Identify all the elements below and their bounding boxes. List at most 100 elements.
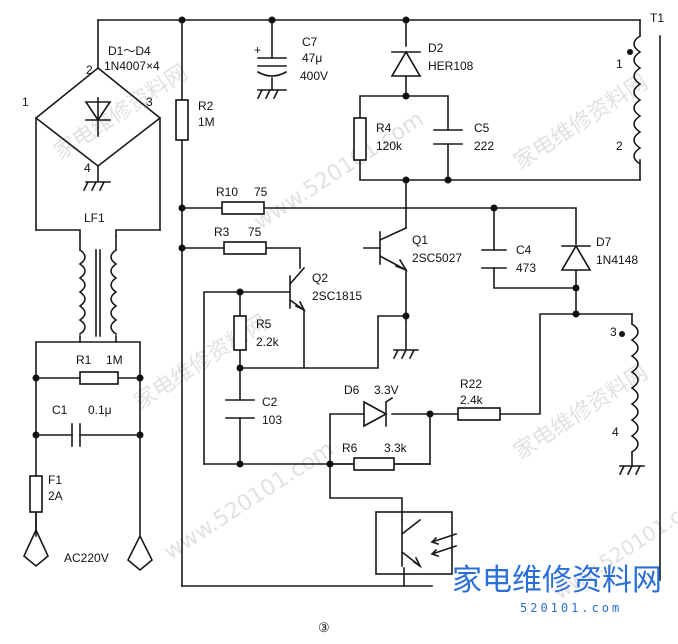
r3-ref: R3: [214, 225, 230, 239]
junction-dot: [402, 16, 410, 24]
junction-dot: [572, 284, 580, 292]
r22-resistor: R22 2.4k: [457, 377, 501, 421]
watermark-text: 家电维修资料网: [510, 360, 653, 465]
t1-pin-2: 2: [616, 139, 623, 153]
watermark-text: 家电维修资料网: [510, 70, 653, 175]
r1-value: 1M: [106, 353, 123, 367]
t1-phase-dot: [627, 49, 633, 55]
c5-value: 222: [474, 139, 494, 153]
c7-voltage: 400V: [300, 69, 328, 83]
junction-dot: [490, 204, 498, 212]
q1-ref: Q1: [412, 233, 428, 247]
junction-dot: [236, 460, 244, 468]
r1-ref: R1: [76, 353, 92, 367]
lf1-ref: LF1: [84, 211, 105, 225]
r10-value: 75: [254, 185, 268, 199]
site-logo: 家电维修资料网 520101.com: [452, 563, 662, 615]
junction-dot: [402, 312, 410, 320]
bridge-rectifier: 2 1 3 4 D1～D4 1N4007×4: [22, 44, 162, 192]
r10-ref: R10: [216, 185, 238, 199]
site-logo-sub: 520101.com: [520, 601, 622, 615]
junction-dot: [136, 431, 144, 439]
junction-dot: [32, 431, 40, 439]
d6-value: 3.3V: [374, 383, 399, 397]
r3-resistor: R3 75: [214, 225, 267, 255]
r22-ref: R22: [460, 377, 482, 391]
junction-dot: [236, 364, 244, 372]
figure-number: ③: [318, 620, 330, 635]
d7-part: 1N4148: [596, 253, 638, 267]
r10-resistor: R10 75: [216, 185, 268, 215]
c2-ref: C2: [262, 395, 278, 409]
r3-value: 75: [248, 225, 262, 239]
c1-value: 0.1μ: [88, 403, 112, 417]
watermark-url: www.520101.com: [160, 437, 339, 565]
r6-value: 3.3k: [384, 441, 408, 455]
wires: [35, 19, 641, 587]
bridge-pin-1: 1: [22, 95, 29, 109]
junction-dot: [444, 176, 452, 184]
c7-value: 47μ: [302, 51, 322, 65]
r5-value: 2.2k: [256, 335, 280, 349]
c2-value: 103: [262, 413, 282, 427]
c2-capacitor: C2 103: [225, 395, 282, 427]
junction-dots: [32, 16, 580, 468]
d6-ref: D6: [344, 383, 360, 397]
r2-resistor: R2 1M: [175, 99, 215, 141]
bridge-part: 1N4007×4: [104, 59, 160, 73]
r22-value: 2.4k: [460, 393, 484, 407]
bridge-pin-3: 3: [146, 95, 153, 109]
site-logo-text: 家电维修资料网: [452, 563, 662, 598]
c4-ref: C4: [516, 243, 532, 257]
junction-dot: [572, 310, 580, 318]
lf1-choke: LF1: [35, 211, 161, 337]
f1-ref: F1: [48, 473, 62, 487]
c1-ref: C1: [52, 403, 68, 417]
d2-part: HER108: [428, 59, 474, 73]
f1-value: 2A: [48, 489, 63, 503]
t1-pin-4: 4: [612, 425, 619, 439]
junction-dot: [402, 92, 410, 100]
q1-part: 2SC5027: [412, 251, 462, 265]
t1-pin-1: 1: [616, 57, 623, 71]
c7-capacitor: + C7 47μ 400V: [254, 35, 328, 100]
r4-resistor: R4 120k: [353, 117, 403, 161]
junction-dot: [178, 204, 186, 212]
junction-dot: [178, 244, 186, 252]
c7-ref: C7: [302, 35, 318, 49]
r5-resistor: R5 2.2k: [233, 315, 280, 351]
r1-resistor: R1 1M: [76, 353, 123, 385]
d7-diode: D7 1N4148: [560, 235, 638, 271]
optocoupler: [375, 511, 458, 575]
r2-ref: R2: [198, 99, 214, 113]
r6-ref: R6: [342, 441, 358, 455]
junction-dot: [236, 288, 244, 296]
bridge-ref: D1～D4: [108, 44, 151, 58]
junction-dot: [268, 16, 276, 24]
junction-dot: [32, 374, 40, 382]
c1-capacitor: C1 0.1μ: [52, 403, 112, 447]
junction-dot: [136, 374, 144, 382]
t1-pin-3: 3: [610, 325, 617, 339]
d2-diode: D2 HER108: [390, 41, 474, 77]
c5-capacitor: C5 222: [433, 121, 494, 153]
t1-phase-dot: [619, 331, 625, 337]
c4-capacitor: C4 473: [481, 243, 536, 275]
r4-ref: R4: [376, 121, 392, 135]
c5-ref: C5: [474, 121, 490, 135]
d7-ref: D7: [596, 235, 612, 249]
t1-ref: T1: [650, 11, 664, 25]
q2-transistor: Q2 2SC1815: [288, 266, 362, 312]
watermark-text: 家电维修资料网: [50, 60, 193, 165]
q2-part: 2SC1815: [312, 289, 362, 303]
bridge-pin-2: 2: [86, 63, 93, 77]
junction-dot: [326, 460, 334, 468]
mains-label: AC220V: [64, 551, 109, 565]
d6-zener: D6 3.3V: [344, 383, 399, 428]
c7-polarity: +: [254, 43, 261, 57]
q2-ref: Q2: [312, 271, 328, 285]
r6-resistor: R6 3.3k: [342, 441, 408, 471]
junction-dot: [402, 176, 410, 184]
bridge-pin-4: 4: [84, 161, 91, 175]
